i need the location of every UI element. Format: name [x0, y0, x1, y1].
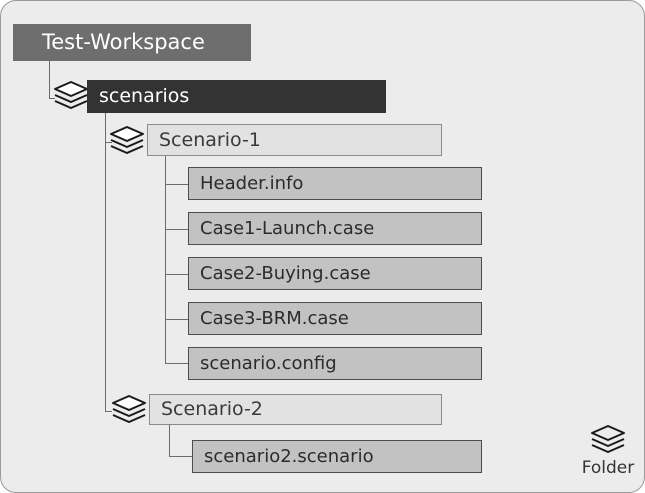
- tree-node-label: Header.info: [200, 172, 304, 194]
- tree-node-scenario-1[interactable]: Scenario-1: [147, 124, 442, 156]
- connector-scenario1-to-scenario-config: [165, 363, 189, 364]
- legend-label: Folder: [581, 458, 635, 478]
- tree-node-label: Scenario-1: [159, 128, 261, 151]
- tree-node-test-workspace[interactable]: Test-Workspace: [13, 24, 251, 61]
- tree-node-case2-buying[interactable]: Case2-Buying.case: [188, 257, 482, 290]
- connector-scenario1-to-case2: [165, 274, 189, 275]
- connector-scenario1-vertical: [165, 156, 166, 364]
- folder-layers-icon: [109, 393, 149, 427]
- connector-root-to-scenarios: [49, 98, 55, 99]
- folder-layers-icon: [588, 423, 628, 457]
- tree-node-scenarios[interactable]: scenarios: [87, 80, 386, 113]
- tree-node-label: Case1-Launch.case: [200, 217, 375, 239]
- connector-scenario2-vertical: [169, 425, 170, 457]
- tree-node-label: scenarios: [99, 85, 190, 107]
- tree-node-scenario-2[interactable]: Scenario-2: [149, 394, 442, 425]
- tree-node-label: Case2-Buying.case: [200, 262, 371, 284]
- tree-node-label: Test-Workspace: [42, 30, 205, 54]
- tree-node-scenario-config[interactable]: scenario.config: [188, 347, 482, 380]
- legend: Folder: [579, 423, 637, 477]
- tree-node-label: scenario2.scenario: [204, 445, 374, 467]
- tree-node-label: Scenario-2: [161, 398, 263, 420]
- connector-scenarios-vertical: [105, 101, 106, 411]
- connector-scenario1-to-case3: [165, 319, 189, 320]
- tree-node-case3-brm[interactable]: Case3-BRM.case: [188, 302, 482, 335]
- connector-scenario1-to-case1: [165, 229, 189, 230]
- folder-layers-icon: [51, 79, 91, 113]
- tree-node-header-info[interactable]: Header.info: [188, 167, 482, 200]
- connector-scenario1-to-header-info: [165, 184, 189, 185]
- tree-node-label: scenario.config: [200, 352, 337, 374]
- folder-layers-icon: [107, 124, 147, 158]
- tree-node-case1-launch[interactable]: Case1-Launch.case: [188, 212, 482, 245]
- tree-node-scenario2-scenario[interactable]: scenario2.scenario: [192, 440, 482, 473]
- tree-node-label: Case3-BRM.case: [200, 307, 349, 329]
- connector-root-vertical: [49, 61, 50, 99]
- connector-scenario2-to-scenario2-file: [169, 456, 193, 457]
- connector-scenarios-to-scenario1: [105, 142, 112, 143]
- connector-scenarios-to-scenario2: [105, 411, 112, 412]
